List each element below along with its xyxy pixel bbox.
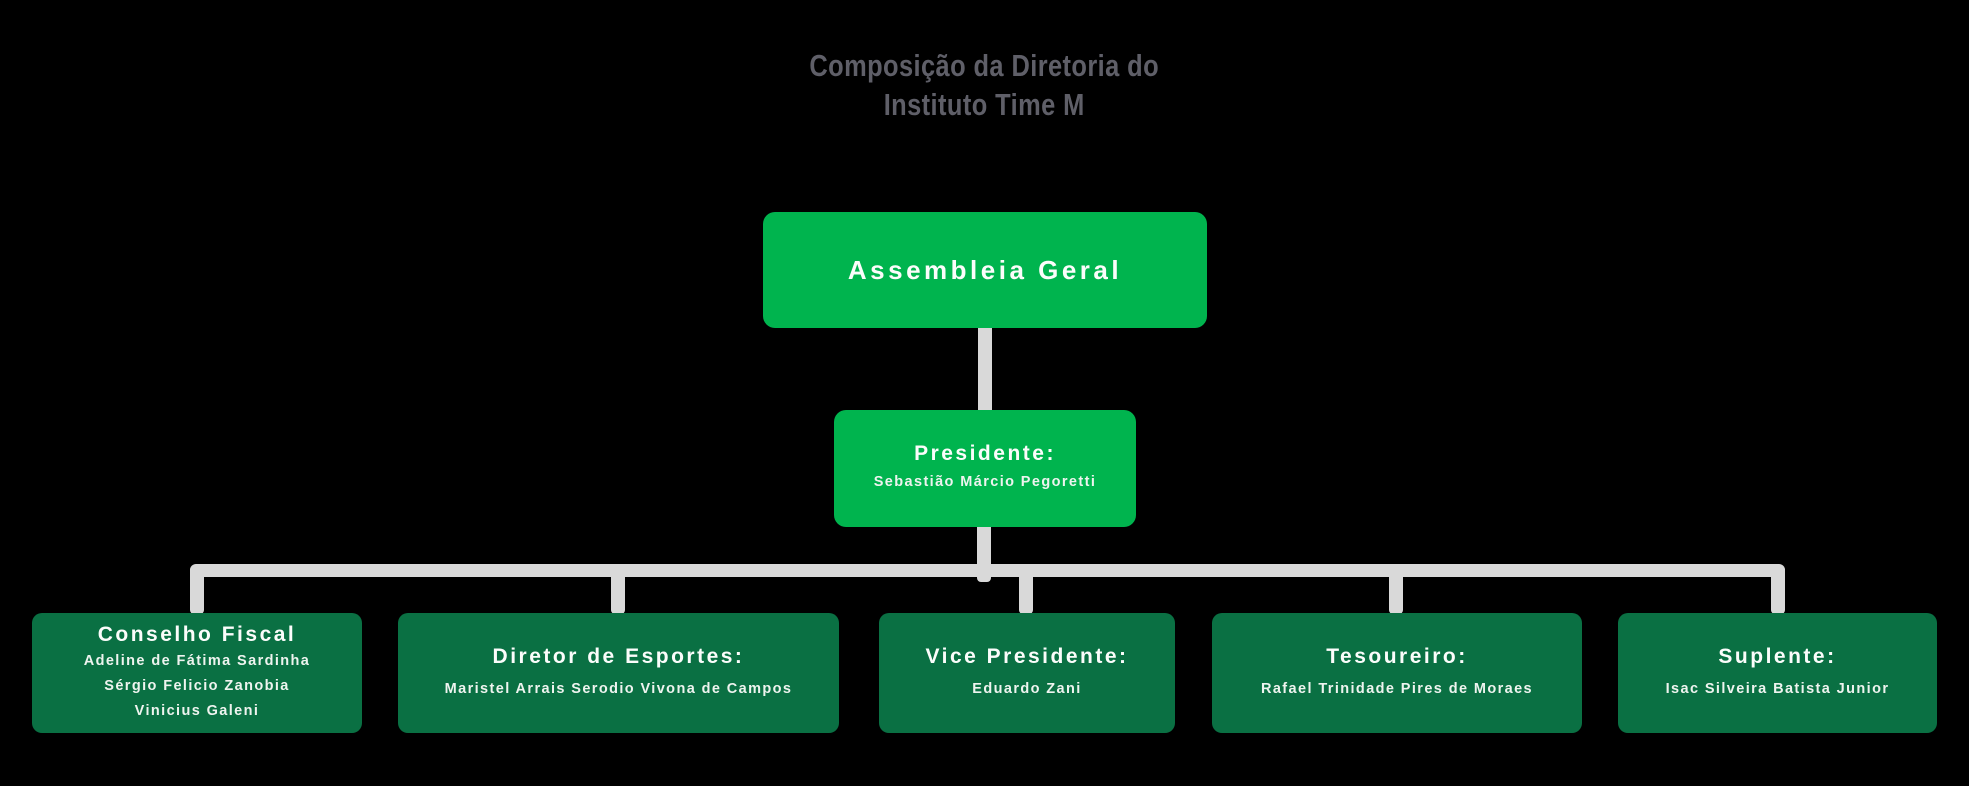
org-node-diretor-de-esportes: Diretor de Esportes: Maristel Arrais Ser… bbox=[398, 613, 839, 733]
connector-drop-diretor-esportes bbox=[611, 566, 625, 614]
node-role: Diretor de Esportes: bbox=[492, 644, 745, 668]
connector-drop-suplente bbox=[1771, 566, 1785, 614]
connector-drop-tesoureiro bbox=[1389, 566, 1403, 614]
node-name: Rafael Trinidade Pires de Moraes bbox=[1260, 680, 1534, 697]
node-name: Adeline de Fátima Sardinha bbox=[83, 652, 311, 669]
org-node-conselho-fiscal: Conselho Fiscal Adeline de Fátima Sardin… bbox=[32, 613, 362, 733]
connector-drop-conselho-fiscal bbox=[190, 566, 204, 614]
org-node-tesoureiro: Tesoureiro: Rafael Trinidade Pires de Mo… bbox=[1212, 613, 1582, 733]
node-name: Maristel Arrais Serodio Vivona de Campos bbox=[444, 680, 793, 697]
org-node-presidente: Presidente: Sebastião Márcio Pegoretti bbox=[834, 410, 1136, 527]
node-name: Vinicius Galeni bbox=[134, 702, 260, 719]
node-label: Assembleia Geral bbox=[847, 254, 1123, 285]
page-title-text: Composição da Diretoria do Instituto Tim… bbox=[810, 46, 1160, 124]
page-title: Composição da Diretoria do Instituto Tim… bbox=[0, 46, 1969, 124]
node-name: Sérgio Felicio Zanobia bbox=[104, 677, 290, 694]
node-role: Presidente: bbox=[914, 442, 1056, 465]
org-node-vice-presidente: Vice Presidente: Eduardo Zani bbox=[879, 613, 1175, 733]
page-title-line-2: Instituto Time M bbox=[884, 87, 1085, 122]
connector-drop-vice-presidente bbox=[1019, 566, 1033, 614]
node-role: Tesoureiro: bbox=[1326, 644, 1468, 668]
page-title-line-1: Composição da Diretoria do bbox=[809, 48, 1160, 83]
connector-horizontal-rail bbox=[190, 564, 1785, 577]
org-node-suplente: Suplente: Isac Silveira Batista Junior bbox=[1618, 613, 1937, 733]
node-name: Sebastião Márcio Pegoretti bbox=[873, 474, 1097, 490]
org-node-assembleia-geral: Assembleia Geral bbox=[763, 212, 1207, 328]
node-role: Suplente: bbox=[1718, 644, 1837, 668]
node-name: Eduardo Zani bbox=[972, 680, 1082, 697]
node-role: Vice Presidente: bbox=[925, 644, 1129, 668]
connector-root-to-presidente bbox=[978, 310, 992, 416]
node-role: Conselho Fiscal bbox=[97, 622, 297, 646]
node-name: Isac Silveira Batista Junior bbox=[1665, 680, 1890, 697]
